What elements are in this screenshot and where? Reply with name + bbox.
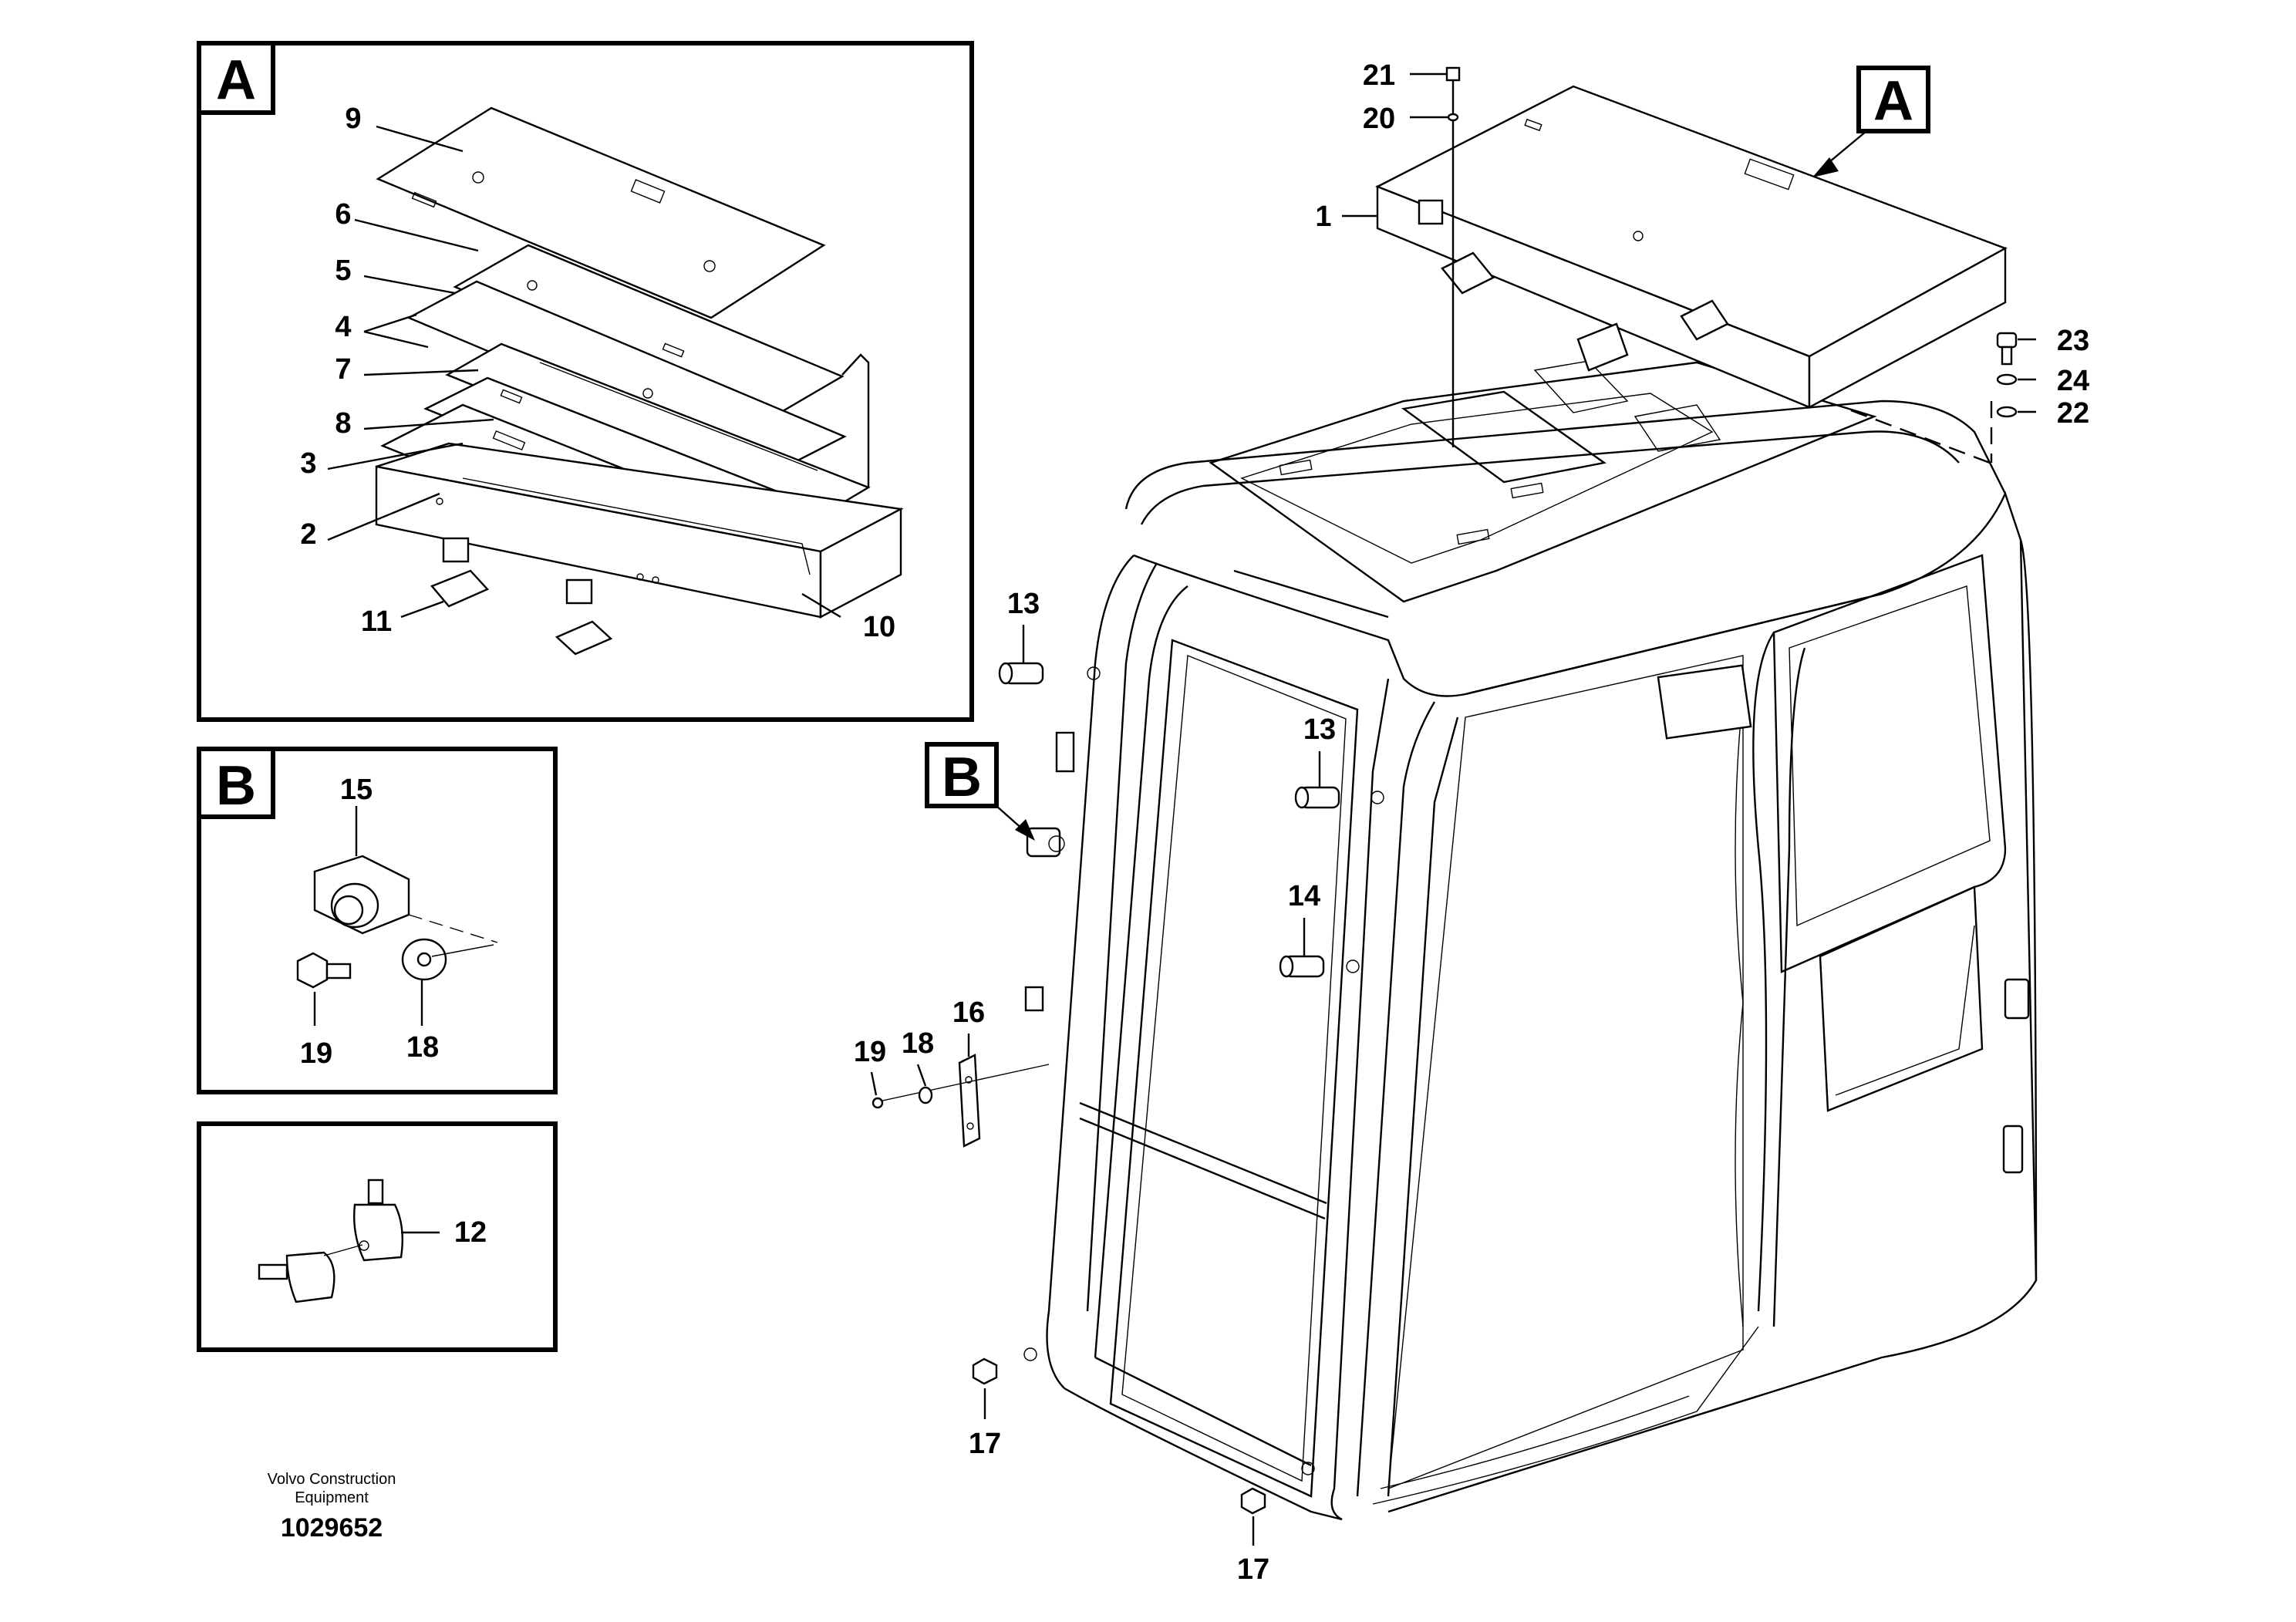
label-8: 8 xyxy=(335,407,351,440)
label-2: 2 xyxy=(300,518,316,551)
stud-14 xyxy=(1279,955,1360,978)
label-3: 3 xyxy=(300,447,316,480)
key-12 xyxy=(258,1179,403,1303)
nut-17-left xyxy=(972,1347,1037,1385)
label-18-main: 18 xyxy=(902,1027,934,1060)
label-20: 20 xyxy=(1363,103,1395,135)
label-14: 14 xyxy=(1288,880,1320,912)
stud-13-top xyxy=(998,662,1101,685)
detail-b-letter: B xyxy=(216,755,256,817)
label-16: 16 xyxy=(952,996,985,1029)
keys-panel: 12 xyxy=(197,1121,558,1352)
cab-assembly xyxy=(872,66,2038,1521)
label-19-detail: 19 xyxy=(300,1037,332,1070)
bolt-23 xyxy=(1996,332,2018,366)
latch-b-callout xyxy=(1026,827,1065,858)
bracket-11-right xyxy=(555,578,613,656)
bracket-16 xyxy=(878,1054,1050,1148)
callout-b: B xyxy=(925,742,1035,841)
label-23: 23 xyxy=(2057,325,2089,357)
tray-2 xyxy=(375,442,904,619)
label-10: 10 xyxy=(863,611,895,643)
label-9: 9 xyxy=(345,103,361,135)
company-line-2: Equipment xyxy=(295,1489,369,1506)
bolt-19-main xyxy=(872,1097,884,1109)
label-13-mid: 13 xyxy=(1303,713,1336,746)
callout-b-letter: B xyxy=(942,747,982,808)
drawing-number: 1029652 xyxy=(281,1513,383,1543)
label-11: 11 xyxy=(361,605,392,638)
storage-box-1 xyxy=(1375,85,2008,410)
label-4: 4 xyxy=(335,311,351,343)
bolt-19 xyxy=(296,952,352,989)
label-5: 5 xyxy=(335,255,351,287)
label-21: 21 xyxy=(1363,59,1395,92)
nut-17-right xyxy=(1240,1462,1315,1515)
label-7: 7 xyxy=(335,353,351,386)
washer-20 xyxy=(1447,113,1459,122)
callout-a: A xyxy=(1812,66,1930,177)
detail-a-panel: A xyxy=(197,41,974,722)
label-24: 24 xyxy=(2057,365,2089,397)
latch-15 xyxy=(313,855,498,943)
washer-22 xyxy=(1996,406,2018,418)
label-19-main: 19 xyxy=(854,1036,886,1068)
detail-a-letter: A xyxy=(216,49,256,111)
washer-24 xyxy=(1996,373,2018,386)
stud-13-mid xyxy=(1294,786,1384,809)
label-12: 12 xyxy=(454,1216,487,1249)
label-15: 15 xyxy=(340,774,373,806)
company-line-1: Volvo Construction xyxy=(268,1471,396,1488)
washer-18-main xyxy=(918,1086,933,1104)
label-17-left: 17 xyxy=(969,1428,1001,1460)
washer-18 xyxy=(401,938,494,981)
label-17-right: 17 xyxy=(1237,1553,1269,1586)
bracket-11-left xyxy=(430,537,490,608)
detail-b-panel: B 15 19 18 xyxy=(197,747,558,1094)
label-1: 1 xyxy=(1315,201,1331,233)
label-6: 6 xyxy=(335,198,351,231)
label-13-top: 13 xyxy=(1007,588,1040,620)
label-18-detail: 18 xyxy=(406,1031,439,1064)
callout-a-letter: A xyxy=(1873,70,1913,132)
cover-plate-9 xyxy=(376,106,826,319)
label-22: 22 xyxy=(2057,397,2089,430)
